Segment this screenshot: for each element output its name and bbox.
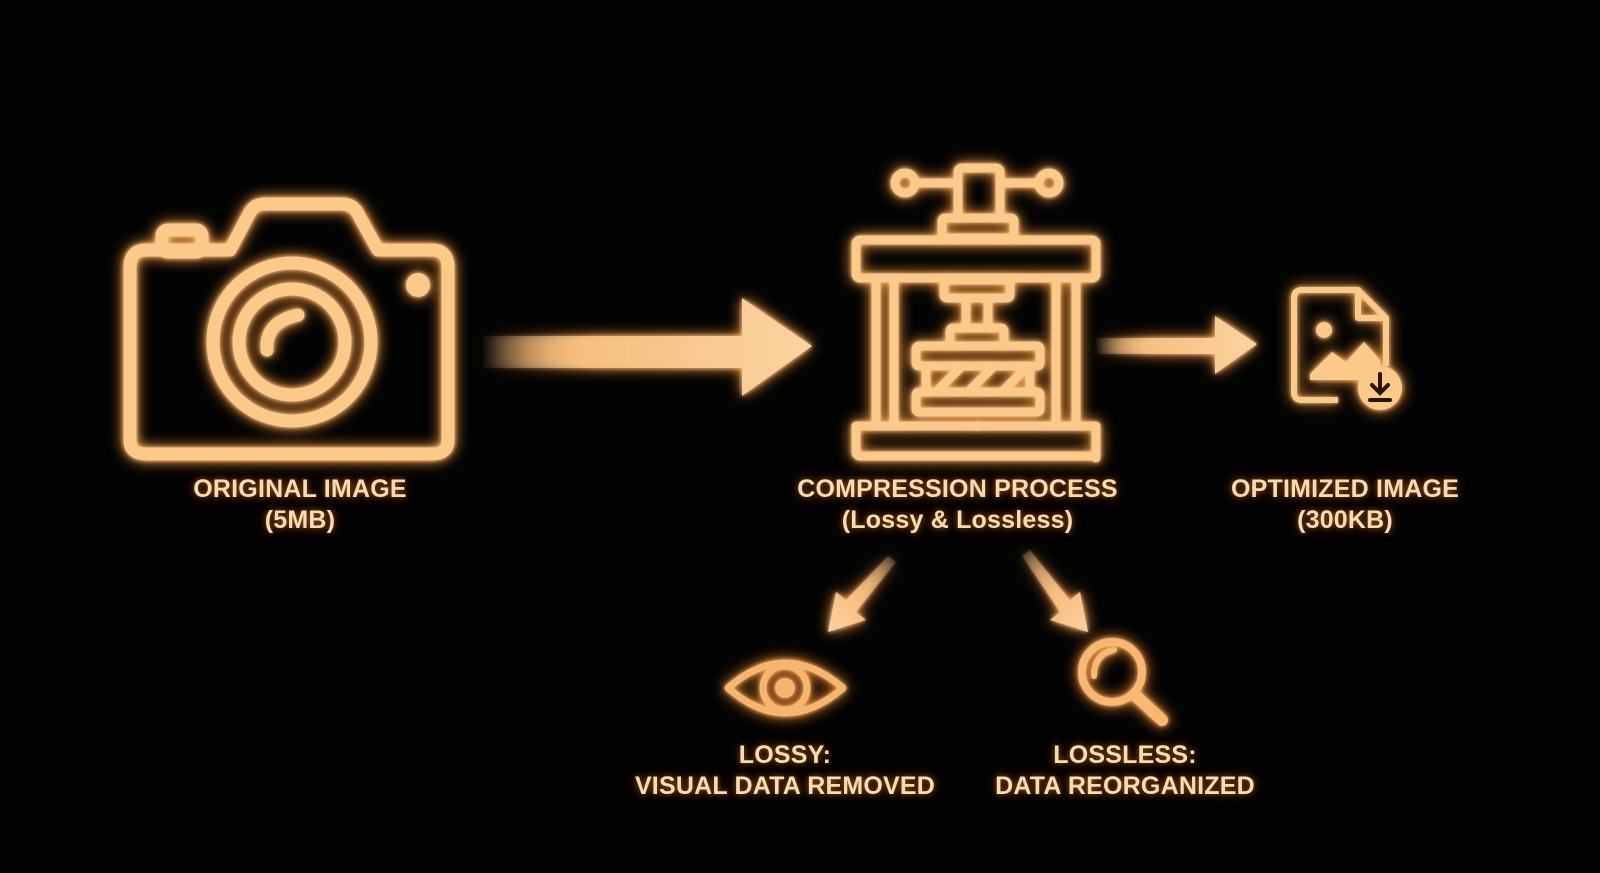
compression-process-node <box>820 160 1101 463</box>
compression-process-subtitle: (Lossy & Lossless) <box>841 506 1074 534</box>
arrow-down-left-icon <box>820 550 900 640</box>
lossless-description: DATA REORGANIZED <box>995 772 1255 800</box>
lossy-title: LOSSY: <box>738 741 832 769</box>
press-icon <box>851 163 1101 463</box>
original-image-title: ORIGINAL IMAGE <box>193 475 407 503</box>
optimized-image-title: OPTIMIZED IMAGE <box>1231 475 1459 503</box>
arrow-down-right-icon <box>1010 550 1100 640</box>
lossy-description: VISUAL DATA REMOVED <box>634 772 936 800</box>
optimized-image-size: (300KB) <box>1297 506 1393 534</box>
original-image-label: ORIGINAL IMAGE (5MB) <box>135 474 465 536</box>
image-file-download-icon <box>1291 287 1402 410</box>
optimized-image-label: OPTIMIZED IMAGE (300KB) <box>1195 474 1495 536</box>
magnifier-icon <box>1078 638 1168 726</box>
lossless-node <box>1070 632 1180 732</box>
arrow-right-small-icon <box>1085 304 1275 388</box>
arrow-right-large-icon <box>462 284 822 404</box>
camera-icon <box>123 197 455 461</box>
original-image-size: (5MB) <box>264 506 336 534</box>
lossless-title: LOSSLESS: <box>1053 741 1197 769</box>
optimized-image-node <box>1280 270 1420 420</box>
lossy-label: LOSSY: VISUAL DATA REMOVED <box>620 740 950 802</box>
original-image-node <box>110 190 470 470</box>
eye-icon <box>724 659 847 717</box>
lossless-label: LOSSLESS: DATA REORGANIZED <box>975 740 1275 802</box>
lossy-node <box>718 648 853 728</box>
compression-process-label: COMPRESSION PROCESS (Lossy & Lossless) <box>760 474 1155 536</box>
compression-process-title: COMPRESSION PROCESS <box>797 475 1118 503</box>
